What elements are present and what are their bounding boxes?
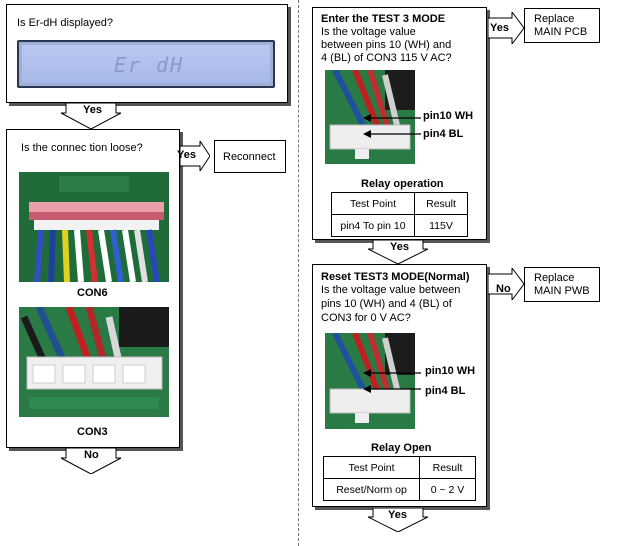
con6-photo <box>19 172 169 282</box>
reconnect-box: Reconnect <box>214 140 286 173</box>
test3-pin-pointers <box>363 114 421 138</box>
test3-pin10-label: pin10 WH <box>423 110 474 122</box>
yes-label-top: Yes <box>490 22 509 34</box>
cell-result: 115V <box>414 214 468 237</box>
yes-arrow-replace-pcb <box>487 10 525 49</box>
test3-line1: Is the voltage value <box>321 26 416 38</box>
test3-line2: between pins 10 (WH) and <box>321 39 452 51</box>
reset-test3-box: Reset TEST3 MODE(Normal) Is the voltage … <box>312 264 487 507</box>
table-row: pin4 To pin 10 115V <box>331 214 468 237</box>
table-header-row: Test Point Result <box>323 456 476 479</box>
question-box-connection: Is the connec tion loose? CON6 <box>6 129 180 448</box>
header-result: Result <box>414 192 468 215</box>
yes-arrow-mid <box>368 240 428 264</box>
yes-arrow-reconnect <box>179 139 211 176</box>
header-test-point: Test Point <box>331 192 415 215</box>
reset-pin-pointers <box>363 369 421 393</box>
replace-pwb-box: Replace MAIN PWB <box>524 267 600 302</box>
cell-test-point: pin4 To pin 10 <box>331 214 415 237</box>
replace-pcb-box: Replace MAIN PCB <box>524 8 600 43</box>
yes-arrow-bottom <box>368 508 428 532</box>
reset-line2: pins 10 (WH) and 4 (BL) of <box>321 298 452 310</box>
reset-table-title: Relay Open <box>371 442 432 454</box>
cell-result: 0 ~ 2 V <box>419 478 476 501</box>
test3-title: Enter the TEST 3 MODE <box>321 13 446 25</box>
con3-photo <box>19 307 169 417</box>
table-row: Reset/Norm op 0 ~ 2 V <box>323 478 476 501</box>
table-header-row: Test Point Result <box>331 192 468 215</box>
question-box-er-dh: Is Er-dH displayed? Er dH <box>6 4 288 103</box>
yes-label-mid: Yes <box>390 241 409 253</box>
replace-pcb-line1: Replace <box>534 13 575 25</box>
replace-pcb-line2: MAIN PCB <box>534 26 588 38</box>
yes-arrow-1 <box>61 103 121 129</box>
reset-pin10-label: pin10 WH <box>425 365 476 377</box>
header-result: Result <box>419 456 476 479</box>
replace-pwb-line1: Replace <box>534 272 575 284</box>
no-arrow-1 <box>61 448 121 474</box>
reset-line3: CON3 for 0 V AC? <box>321 312 411 324</box>
test3-result-table: Test Point Result pin4 To pin 10 115V <box>331 192 468 237</box>
reset-title: Reset TEST3 MODE(Normal) <box>321 271 470 283</box>
reset-result-table: Test Point Result Reset/Norm op 0 ~ 2 V <box>323 456 476 501</box>
cell-test-point: Reset/Norm op <box>323 478 420 501</box>
con6-label: CON6 <box>77 287 108 299</box>
question-er-dh: Is Er-dH displayed? <box>17 17 113 29</box>
no-label-right: No <box>496 283 511 295</box>
reconnect-label: Reconnect <box>223 151 276 163</box>
lcd-text: Er dH <box>114 53 185 77</box>
con3-label: CON3 <box>77 426 108 438</box>
no-arrow-replace-pwb <box>487 266 525 305</box>
test3-box: Enter the TEST 3 MODE Is the voltage val… <box>312 7 487 240</box>
no-label-1: No <box>84 449 99 461</box>
yes-label-bottom: Yes <box>388 509 407 521</box>
header-test-point: Test Point <box>323 456 420 479</box>
column-divider <box>298 0 299 546</box>
replace-pwb-line2: MAIN PWB <box>534 285 590 297</box>
lcd-display: Er dH <box>17 40 275 88</box>
lcd-screen: Er dH <box>22 45 270 83</box>
reset-pin4-label: pin4 BL <box>425 385 466 397</box>
test3-line3: 4 (BL) of CON3 115 V AC? <box>321 52 452 64</box>
question-connection: Is the connec tion loose? <box>21 142 143 154</box>
test3-table-title: Relay operation <box>361 178 444 190</box>
reset-connector-photo <box>325 333 415 429</box>
yes-label-1: Yes <box>83 104 102 116</box>
reset-line1: Is the voltage value between <box>321 284 461 296</box>
yes-label-2: Yes <box>177 149 196 161</box>
test3-pin4-label: pin4 BL <box>423 128 464 140</box>
